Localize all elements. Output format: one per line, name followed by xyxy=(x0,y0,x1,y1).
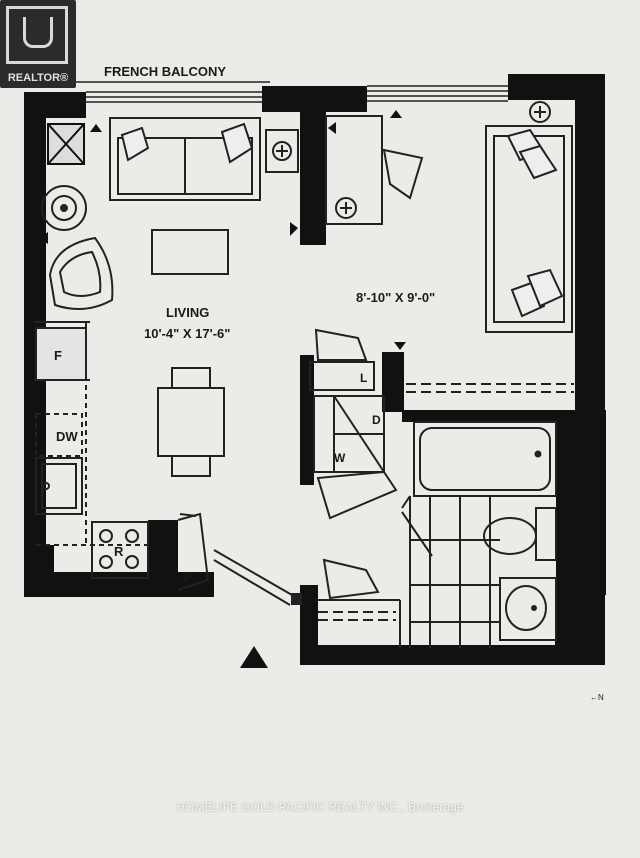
living-dims: 10'-4" X 17'-6" xyxy=(144,326,230,341)
lamp-table xyxy=(41,185,87,231)
desk xyxy=(325,115,424,225)
fridge-label: F xyxy=(54,348,62,363)
range-label: R xyxy=(114,544,124,559)
bedroom-closet xyxy=(406,383,574,393)
bathroom xyxy=(401,421,557,648)
sofa xyxy=(109,117,261,201)
dining-table xyxy=(157,367,225,477)
laundry xyxy=(309,328,398,520)
balcony-label: FRENCH BALCONY xyxy=(104,64,226,79)
realtor-logo[interactable]: REALTOR® xyxy=(0,0,76,88)
exterior-walls xyxy=(24,74,606,665)
side-table xyxy=(265,129,299,173)
nightstand xyxy=(529,101,551,123)
entry-door xyxy=(213,549,302,606)
linen-label: L xyxy=(360,371,367,385)
realtor-r-icon xyxy=(6,6,68,64)
pantry xyxy=(177,512,210,591)
bedroom-dims: 8'-10" X 9'-0" xyxy=(356,290,435,305)
entrance-marker xyxy=(240,646,268,668)
brokerage-watermark: HOMELIFE GOLD PACIFIC REALTY INC., Broke… xyxy=(176,800,464,814)
dishwasher-label: DW xyxy=(56,429,78,444)
direction-markers xyxy=(40,110,406,582)
realtor-logo-text: REALTOR® xyxy=(7,72,69,84)
bed xyxy=(485,125,573,333)
pantry-label: P xyxy=(184,571,192,585)
closet-box xyxy=(47,123,85,165)
dryer-label: D xyxy=(372,413,381,427)
living-label: LIVING xyxy=(166,305,209,320)
windows xyxy=(76,81,508,103)
entry-closet xyxy=(318,558,401,648)
armchair xyxy=(48,236,114,310)
north-note: ←N xyxy=(590,693,604,702)
coffee-table xyxy=(151,229,229,275)
kitchen xyxy=(34,321,149,579)
washer-label: W xyxy=(334,451,346,465)
